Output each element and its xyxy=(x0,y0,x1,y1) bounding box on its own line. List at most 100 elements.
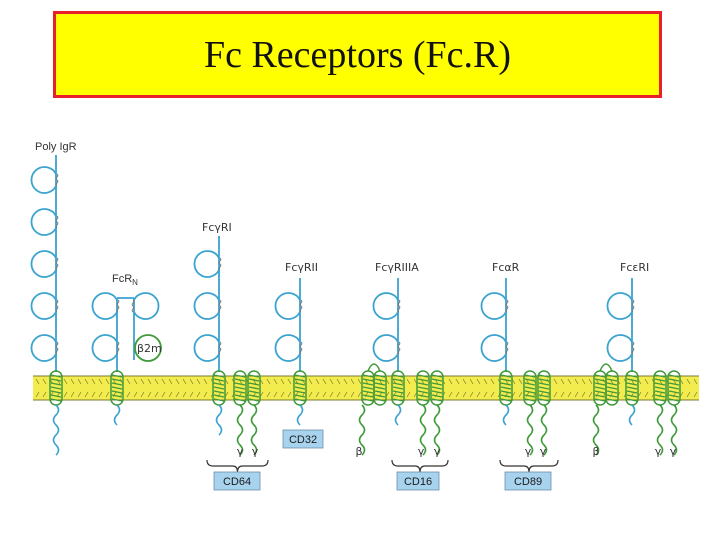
gamma-chain-label-1: γ xyxy=(237,445,244,458)
fceri-domain-2 xyxy=(606,334,633,362)
cd32-box xyxy=(282,429,324,449)
fcgriiia-domain-1-disulfide xyxy=(397,299,401,313)
poly-igr-domain-5-disulfide xyxy=(55,341,59,355)
cd16-box xyxy=(396,471,440,491)
fcgriiia-cytoplasmic-tail xyxy=(394,404,402,426)
fcar-gamma-1-coils xyxy=(524,374,536,402)
cd16-label: CD16 xyxy=(404,476,432,488)
b2m-label: β2m xyxy=(137,342,162,355)
fcgriiia-gamma-tail-2 xyxy=(433,404,441,456)
fcgri-gamma-tail-1 xyxy=(236,404,244,456)
fcgrii-domain-1-disulfide xyxy=(299,299,303,313)
gamma-chain-label-2: γ xyxy=(252,445,259,458)
fcgriiia-domain-1 xyxy=(372,292,399,320)
cd89-bracket xyxy=(499,459,559,473)
fcgriiia-beta-a-coils xyxy=(362,374,374,402)
fcrn-domain-1 xyxy=(91,292,118,320)
poly-igr-domain-4 xyxy=(30,292,57,320)
fceri-gamma-2-coils xyxy=(668,374,680,402)
fcrn-domain-3-disulfide xyxy=(131,299,135,313)
gamma-chain-label-4: γ xyxy=(434,445,441,458)
fcgri-domain-3 xyxy=(193,334,220,362)
fcar-tm-helix-coils xyxy=(500,374,512,402)
fcar-domain-2 xyxy=(480,334,507,362)
gamma-chain-label-6: γ xyxy=(540,445,547,458)
fceri-tm-helix-coils xyxy=(626,374,638,402)
fceri-beta-b-coils xyxy=(606,374,618,402)
fcgri-tm-helix-coils xyxy=(213,374,225,402)
fceri-domain-2-disulfide xyxy=(631,341,635,355)
fcgriiia-domain-2 xyxy=(372,334,399,362)
poly-igr-label: Poly IgR xyxy=(35,141,77,153)
gamma-chain-label-3: γ xyxy=(418,445,425,458)
fcar-gamma-tail-1 xyxy=(526,404,534,456)
poly-igr-tm-helix-coils xyxy=(50,374,62,402)
fcgrii-domain-2 xyxy=(274,334,301,362)
fcgri-cytoplasmic-tail xyxy=(215,404,223,436)
gamma-chain-label-5: γ xyxy=(525,445,532,458)
cd32-label: CD32 xyxy=(289,434,317,446)
fcgri-domain-1 xyxy=(193,250,220,278)
fcgriiia-beta-tail xyxy=(358,404,366,456)
fceri-cytoplasmic-tail xyxy=(628,404,636,426)
fcrn-domain-3 xyxy=(133,292,160,320)
fcgriiia-gamma-2-coils xyxy=(431,374,443,402)
cd89-box xyxy=(504,471,552,491)
fcgriiia-tm-helix-coils xyxy=(392,374,404,402)
fcrn-label-subscript: N xyxy=(132,278,138,287)
fcar-label: FcαR xyxy=(492,261,520,274)
poly-igr-cytoplasmic-tail xyxy=(52,404,60,456)
fcrn-domain-1-disulfide xyxy=(116,299,120,313)
cd89-label: CD89 xyxy=(514,476,542,488)
fcgrii-label: FcγRII xyxy=(285,261,318,274)
page-title: Fc Receptors (Fc.R) xyxy=(203,33,512,76)
poly-igr-domain-4-disulfide xyxy=(55,299,59,313)
title-banner: Fc Receptors (Fc.R) xyxy=(53,11,662,98)
fceri-beta-loop xyxy=(599,363,613,372)
cd64-label: CD64 xyxy=(223,476,251,488)
fcgri-gamma-1-coils xyxy=(234,374,246,402)
fcgri-domain-2-disulfide xyxy=(218,299,222,313)
fcgriiia-beta-loop xyxy=(367,363,381,372)
fcgrii-domain-2-disulfide xyxy=(299,341,303,355)
fcgriiia-label: FcγRIIIA xyxy=(375,261,419,274)
fcar-cytoplasmic-tail xyxy=(502,404,510,426)
fcgrii-tm-helix-coils xyxy=(294,374,306,402)
beta-chain-label-1: β xyxy=(355,445,362,458)
poly-igr-domain-5 xyxy=(30,334,57,362)
beta-chain-label-2: β xyxy=(592,445,599,458)
poly-igr-domain-1-disulfide xyxy=(55,173,59,187)
fcar-domain-1 xyxy=(480,292,507,320)
gamma-chain-label-8: γ xyxy=(670,445,677,458)
fcgri-gamma-2-coils xyxy=(248,374,260,402)
fceri-beta-a-coils xyxy=(594,374,606,402)
receptor-group xyxy=(30,155,681,456)
poly-igr-domain-1 xyxy=(30,166,57,194)
fcar-domain-2-disulfide xyxy=(505,341,509,355)
gamma-chain-label-7: γ xyxy=(655,445,662,458)
fcgri-gamma-tail-2 xyxy=(250,404,258,456)
fceri-domain-1 xyxy=(606,292,633,320)
poly-igr-domain-2-disulfide xyxy=(55,215,59,229)
fcgri-domain-2 xyxy=(193,292,220,320)
fcrn-cytoplasmic-tail xyxy=(113,404,121,426)
fcar-domain-1-disulfide xyxy=(505,299,509,313)
poly-igr-domain-3 xyxy=(30,250,57,278)
fceri-beta-tail xyxy=(592,404,600,456)
cd64-box xyxy=(213,471,261,491)
fceri-label: FcεRI xyxy=(620,261,649,274)
fceri-gamma-tail-2 xyxy=(670,404,678,456)
fcrn-domain-2 xyxy=(91,334,118,362)
fcar-gamma-2-coils xyxy=(538,374,550,402)
fceri-domain-1-disulfide xyxy=(631,299,635,313)
fcgriiia-gamma-1-coils xyxy=(417,374,429,402)
fcgrii-cytoplasmic-tail xyxy=(296,404,304,426)
b2m-domain xyxy=(134,334,162,362)
fcrn-domain-2-disulfide xyxy=(116,341,120,355)
fcrn-tm-helix-coils xyxy=(111,374,123,402)
fcrn-label: FcRN xyxy=(112,273,138,287)
fcgriiia-beta-b-coils xyxy=(374,374,386,402)
fcgri-domain-1-disulfide xyxy=(218,257,222,271)
